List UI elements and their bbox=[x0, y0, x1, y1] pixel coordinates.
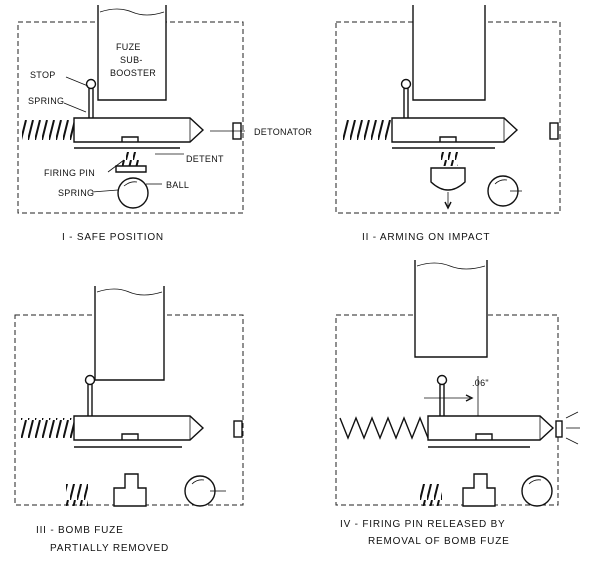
detent-spring bbox=[420, 484, 442, 506]
panel-1-caption: I - SAFE POSITION bbox=[62, 232, 164, 243]
panel-2-caption: II - ARMING ON IMPACT bbox=[362, 232, 490, 243]
panel-4-firing-pin-released: .06" IV - FIRING PIN RELEASED BY REMOVAL… bbox=[335, 260, 580, 547]
firing-pin-body bbox=[391, 117, 519, 143]
fuze-body bbox=[412, 5, 486, 101]
stop-ball bbox=[85, 78, 97, 90]
panel-3-caption-line1: III - BOMB FUZE bbox=[36, 525, 124, 536]
fuze-body bbox=[97, 5, 167, 101]
fuze-body bbox=[94, 286, 165, 381]
fuze-body bbox=[414, 260, 488, 358]
sub-label: SUB- bbox=[120, 55, 143, 65]
booster-label: BOOSTER bbox=[110, 68, 156, 78]
panel-4-caption-line2: REMOVAL OF BOMB FUZE bbox=[368, 536, 510, 547]
panel-4-caption-line1: IV - FIRING PIN RELEASED BY bbox=[340, 519, 506, 530]
firing-pin-spring bbox=[342, 120, 392, 140]
ball bbox=[521, 475, 553, 507]
panel-3-bomb-fuze-partially-removed: III - BOMB FUZE PARTIALLY REMOVED bbox=[14, 286, 244, 554]
detent-spring bbox=[66, 484, 88, 506]
detonator bbox=[555, 420, 563, 438]
dimension-label: .06" bbox=[472, 378, 489, 388]
panel-3-caption-line2: PARTIALLY REMOVED bbox=[50, 543, 169, 554]
firing-pin-spring-extended bbox=[339, 416, 429, 440]
detent-notch bbox=[121, 136, 139, 142]
firing-pin-body bbox=[427, 415, 555, 441]
stop-label: STOP bbox=[30, 70, 56, 80]
spring-bottom-label: SPRING bbox=[58, 188, 94, 198]
detent bbox=[462, 473, 496, 507]
detent bbox=[113, 473, 147, 507]
detent bbox=[430, 167, 466, 191]
firing-pin-label: FIRING PIN bbox=[44, 168, 95, 178]
detent-spring bbox=[440, 152, 458, 166]
ball bbox=[117, 177, 149, 209]
detonator bbox=[549, 122, 559, 140]
detonator bbox=[233, 420, 243, 438]
detent-label: DETENT bbox=[186, 154, 224, 164]
panel-2-arming-on-impact: II - ARMING ON IMPACT bbox=[335, 5, 561, 243]
fuze-label: FUZE bbox=[116, 42, 141, 52]
firing-pin-spring bbox=[20, 418, 74, 438]
firing-pin-spring bbox=[22, 120, 74, 140]
spring-top-label: SPRING bbox=[28, 96, 64, 106]
stop-ball bbox=[436, 374, 448, 386]
ball-label: BALL bbox=[166, 180, 189, 190]
stop-ball bbox=[400, 78, 412, 90]
detonator-label: DETONATOR bbox=[254, 127, 312, 137]
detent-spring bbox=[122, 152, 140, 166]
panel-4-frame bbox=[335, 314, 559, 506]
stop-ball bbox=[84, 374, 96, 386]
panel-1-safe-position: FUZE SUB- BOOSTER STOP SPRING DETONATOR bbox=[17, 5, 312, 243]
